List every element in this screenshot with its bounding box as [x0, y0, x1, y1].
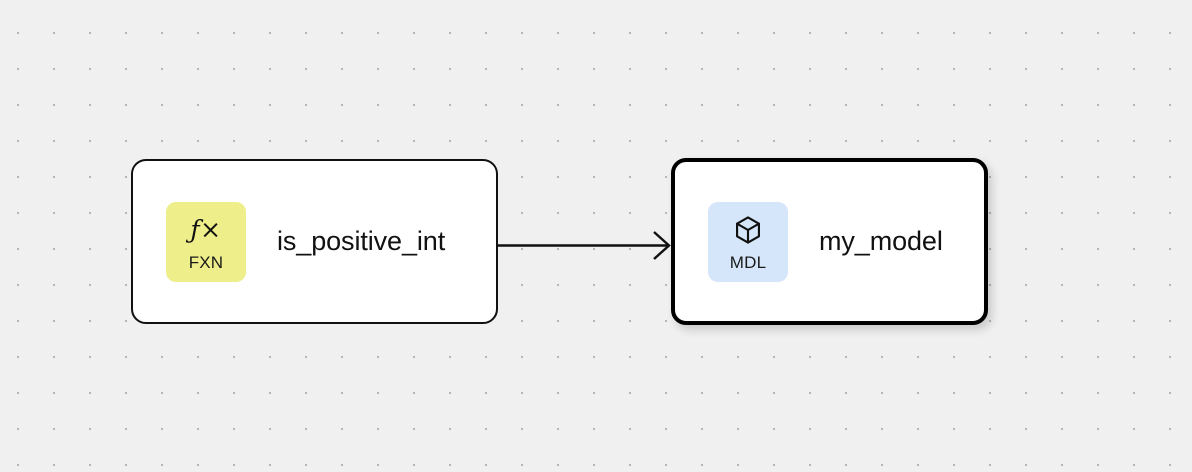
node-title: my_model	[819, 226, 943, 256]
edge-arrowhead-icon	[653, 231, 671, 260]
cube-box-icon	[732, 213, 764, 247]
node-type-badge-fxn: ƒ× FXN	[166, 201, 246, 282]
edge-fxn-to-mdl[interactable]	[498, 231, 671, 260]
badge-abbr-label: MDL	[729, 252, 767, 272]
fx-glyph-text: ƒ×	[190, 215, 222, 244]
node-type-badge-mdl: MDL	[708, 201, 788, 282]
badge-abbr-label: FXN	[188, 252, 224, 272]
node-title: is_positive_int	[277, 226, 446, 256]
function-fx-icon: ƒ×	[190, 213, 221, 247]
node-my-model[interactable]: MDL my_model	[671, 158, 988, 325]
node-is-positive-int[interactable]: ƒ× FXN is_positive_int	[131, 159, 498, 324]
cube-box-icon-svg	[736, 215, 760, 244]
